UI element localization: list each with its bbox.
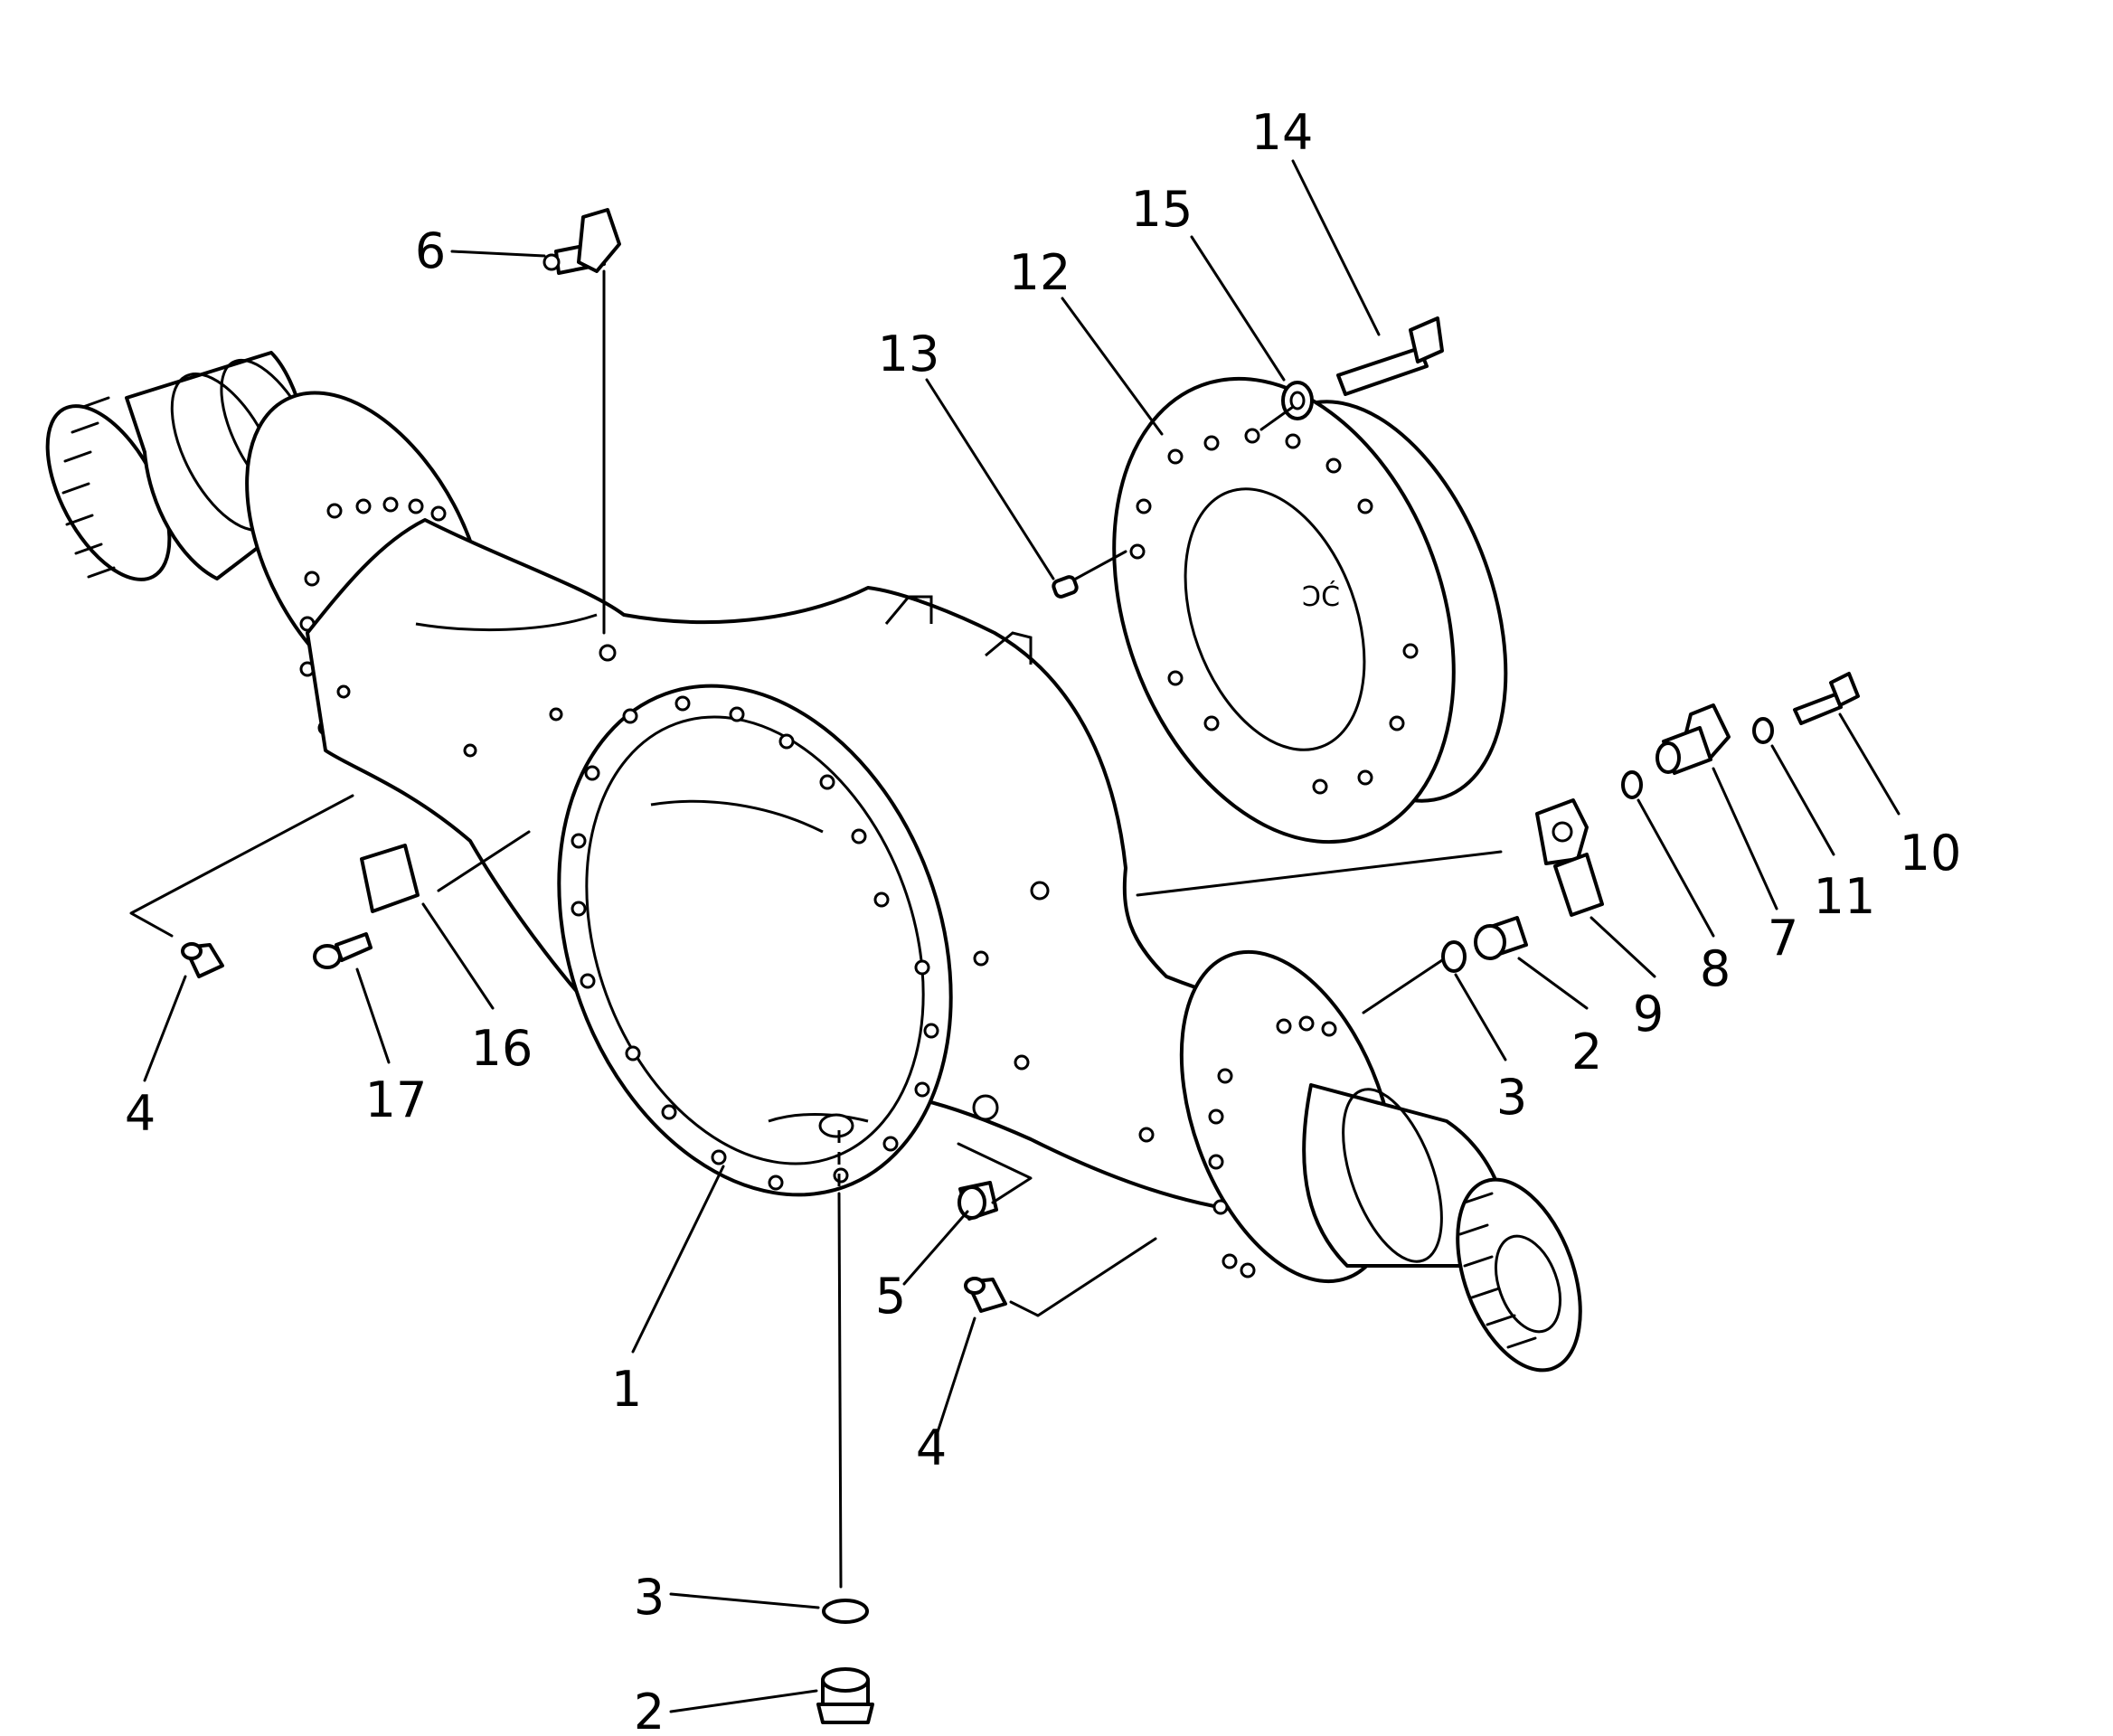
bolt-10 <box>1793 672 1860 725</box>
plug-4-right <box>964 1277 1007 1313</box>
callout-16: 16 <box>471 1020 533 1077</box>
callout-13: 13 <box>878 326 940 382</box>
washer-15 <box>1281 381 1314 420</box>
callout-2-right: 2 <box>1571 1024 1602 1080</box>
callout-9: 9 <box>1633 986 1664 1043</box>
callout-1: 1 <box>611 1361 642 1418</box>
callout-2-bottom: 2 <box>634 1684 665 1736</box>
o-ring-3-right <box>1441 940 1467 973</box>
bracket-9 <box>1535 798 1604 917</box>
drain-plug-2-bottom <box>816 1667 874 1724</box>
callout-3-bottom: 3 <box>634 1569 665 1626</box>
pin-13 <box>1052 575 1079 599</box>
callout-4-left: 4 <box>125 1085 156 1142</box>
svg-text:ƆĆ: ƆĆ <box>1302 580 1340 613</box>
leader-lines <box>129 159 1901 1713</box>
callout-6: 6 <box>415 222 446 279</box>
plug-2-right <box>1474 916 1528 960</box>
callout-12: 12 <box>1009 244 1071 301</box>
washer-11 <box>1752 717 1774 744</box>
callout-10: 10 <box>1900 825 1962 882</box>
callout-8: 8 <box>1700 940 1731 997</box>
callout-3-right: 3 <box>1496 1069 1527 1126</box>
ring-bolt-holes <box>571 695 939 1191</box>
o-ring-8 <box>1621 770 1643 799</box>
o-ring-3-bottom <box>822 1599 869 1624</box>
callout-15: 15 <box>1131 181 1193 238</box>
cover-7 <box>1655 703 1731 775</box>
callouts: 6 14 15 12 13 10 11 7 8 9 2 3 16 17 4 1 … <box>125 104 1962 1736</box>
plate-16 <box>360 844 420 913</box>
callout-4-right: 4 <box>916 1420 947 1477</box>
callout-7: 7 <box>1768 910 1798 967</box>
bolt-14 <box>1336 316 1444 396</box>
callout-17: 17 <box>365 1071 428 1128</box>
callout-14: 14 <box>1251 104 1314 161</box>
plug-5 <box>957 1181 998 1221</box>
axle-housing <box>45 351 1582 1373</box>
callout-5: 5 <box>875 1268 906 1325</box>
callout-11: 11 <box>1814 868 1876 925</box>
carrier-opening-ring <box>557 684 953 1197</box>
right-axle-spindle <box>1302 1083 1582 1373</box>
screw-17 <box>313 932 373 969</box>
elbow-fitting-6 <box>542 208 621 275</box>
plug-4-left <box>181 942 224 978</box>
